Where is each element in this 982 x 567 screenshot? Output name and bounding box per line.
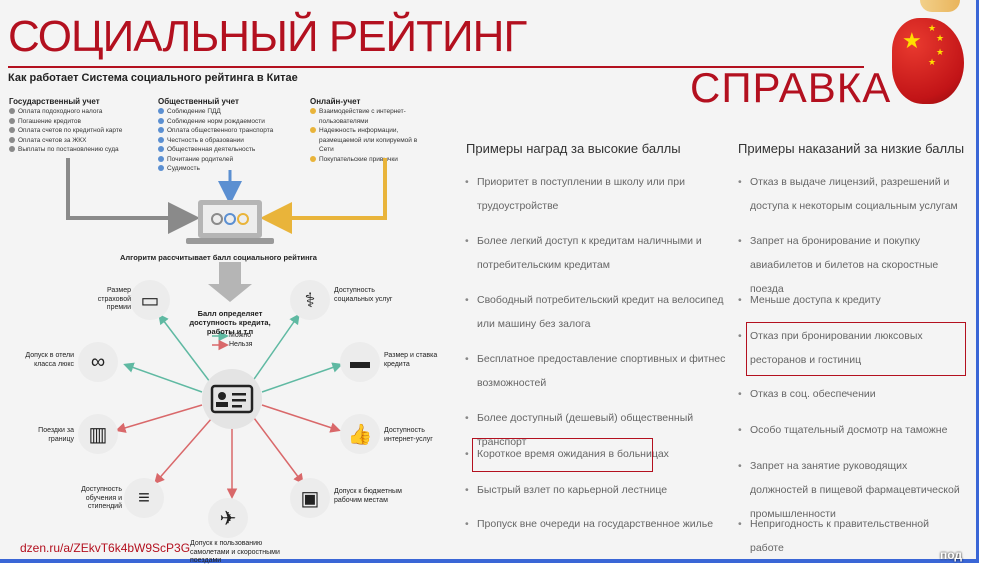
rewards-title: Примеры наград за высокие баллы xyxy=(466,141,681,156)
bullet-icon xyxy=(9,136,15,143)
bullet-icon xyxy=(310,127,316,133)
bullet-icon xyxy=(158,136,164,143)
briefcase-icon: ▣ xyxy=(290,478,330,518)
bullet-icon xyxy=(158,146,164,152)
bullet-icon xyxy=(9,108,15,114)
bullet-icon xyxy=(9,127,15,133)
page-subtitle: СПРАВКА xyxy=(690,64,892,111)
bullet-icon xyxy=(9,146,15,152)
node-internet: Доступность интернет-услуг xyxy=(384,427,433,443)
list-item: Отказ при бронировании люксовых ресторан… xyxy=(738,324,965,372)
online-accounting-list: Взаимодействие с интернет-пользователями… xyxy=(310,107,430,164)
books-icon: ≡ xyxy=(124,478,164,518)
online-accounting-title: Онлайн-учет xyxy=(310,97,361,106)
thumbs-up-icon: 👍 xyxy=(340,414,380,454)
list-item: Особо тщательный досмотр на таможне xyxy=(738,418,965,442)
china-flag-icon: ★ ★ ★ ★ ★ xyxy=(892,18,964,104)
public-accounting-list: Соблюдение ПДД Соблюдение норм рождаемос… xyxy=(158,107,303,174)
legend-can: Можно xyxy=(229,332,252,339)
list-item: Короткое время ожидания в больницах xyxy=(465,442,727,466)
wallet-icon: ▭ xyxy=(130,280,170,320)
list-item: Меньше доступа к кредиту xyxy=(738,288,965,312)
list-item: Запрет на бронирование и покупку авиабил… xyxy=(738,229,965,301)
list-item: Приоритет в поступлении в школу или при … xyxy=(465,170,727,218)
node-insurance: Размер страховой премии xyxy=(97,287,131,311)
online-arrow xyxy=(260,158,387,234)
legend-cannot: Нельзя xyxy=(229,341,253,348)
node-planes: Допуск к пользованию самолетами и скорос… xyxy=(190,540,280,564)
bullet-icon xyxy=(310,155,316,162)
bullet-icon xyxy=(158,165,164,171)
highlight-box xyxy=(472,438,653,472)
binoculars-icon: ∞ xyxy=(78,342,118,382)
computer-icon xyxy=(186,200,274,244)
node-jobs: Допуск к бюджетным рабочим местам xyxy=(334,488,402,504)
id-card-icon xyxy=(210,384,254,414)
page-title: СОЦИАЛЬНЫЙ РЕЙТИНГ xyxy=(8,12,527,61)
title-underline xyxy=(8,66,864,68)
node-medical: Доступность социальных услуг xyxy=(334,287,393,303)
list-item: Отказ в соц. обеспечении xyxy=(738,382,965,406)
public-accounting-title: Общественный учет xyxy=(158,97,239,106)
list-item: Бесплатное предоставление спортивных и ф… xyxy=(465,347,727,395)
state-arrow xyxy=(66,158,200,234)
algorithm-caption: Алгоритм рассчитывает балл социального р… xyxy=(120,253,317,262)
infographic-title: Как работает Система социального рейтинг… xyxy=(8,72,298,84)
channel-logo: под xyxy=(940,548,963,562)
medical-icon: ⚕ xyxy=(290,280,330,320)
node-travel: Поездки за границу xyxy=(38,427,74,443)
flag-decoration xyxy=(920,0,960,12)
list-item: Более легкий доступ к кредитам наличными… xyxy=(465,229,727,277)
list-item: Свободный потребительский кредит на вело… xyxy=(465,288,727,336)
flow-diagram xyxy=(66,158,387,499)
bullet-icon xyxy=(158,127,164,133)
bullet-icon xyxy=(9,117,15,124)
bullet-icon xyxy=(310,108,316,114)
airplane-icon: ✈ xyxy=(208,498,248,538)
list-item: Отказ в выдаче лицензий, разрешений и до… xyxy=(738,170,965,218)
state-accounting-title: Государственный учет xyxy=(9,97,100,106)
highlight-box xyxy=(746,322,966,376)
list-item: Запрет на занятие руководящих должностей… xyxy=(738,454,965,526)
down-arrow-icon xyxy=(208,262,252,302)
node-hotels: Допуск в отели класса люкс xyxy=(25,352,74,368)
node-credit: Размер и ставка кредита xyxy=(384,352,438,368)
node-education: Доступность обучения и стипендий xyxy=(81,486,122,510)
penalties-title: Примеры наказаний за низкие баллы xyxy=(738,141,965,156)
bullet-icon xyxy=(158,117,164,124)
source-link[interactable]: dzen.ru/a/ZEkvT6k4bW9ScP3G xyxy=(20,541,191,555)
list-item: Быстрый взлет по карьерной лестнице xyxy=(465,478,727,502)
bullet-icon xyxy=(158,108,164,114)
list-item: Непригодность к правительственной работе xyxy=(738,512,965,560)
bullet-icon xyxy=(158,155,164,162)
state-accounting-list: Оплата подоходного налога Погашение кред… xyxy=(9,107,149,155)
luggage-icon: ▥ xyxy=(78,414,118,454)
score-caption: Балл определяет доступность кредита, раб… xyxy=(189,309,271,336)
credit-card-icon: ▬ xyxy=(340,342,380,382)
list-item: Пропуск вне очереди на государственное ж… xyxy=(465,512,727,536)
